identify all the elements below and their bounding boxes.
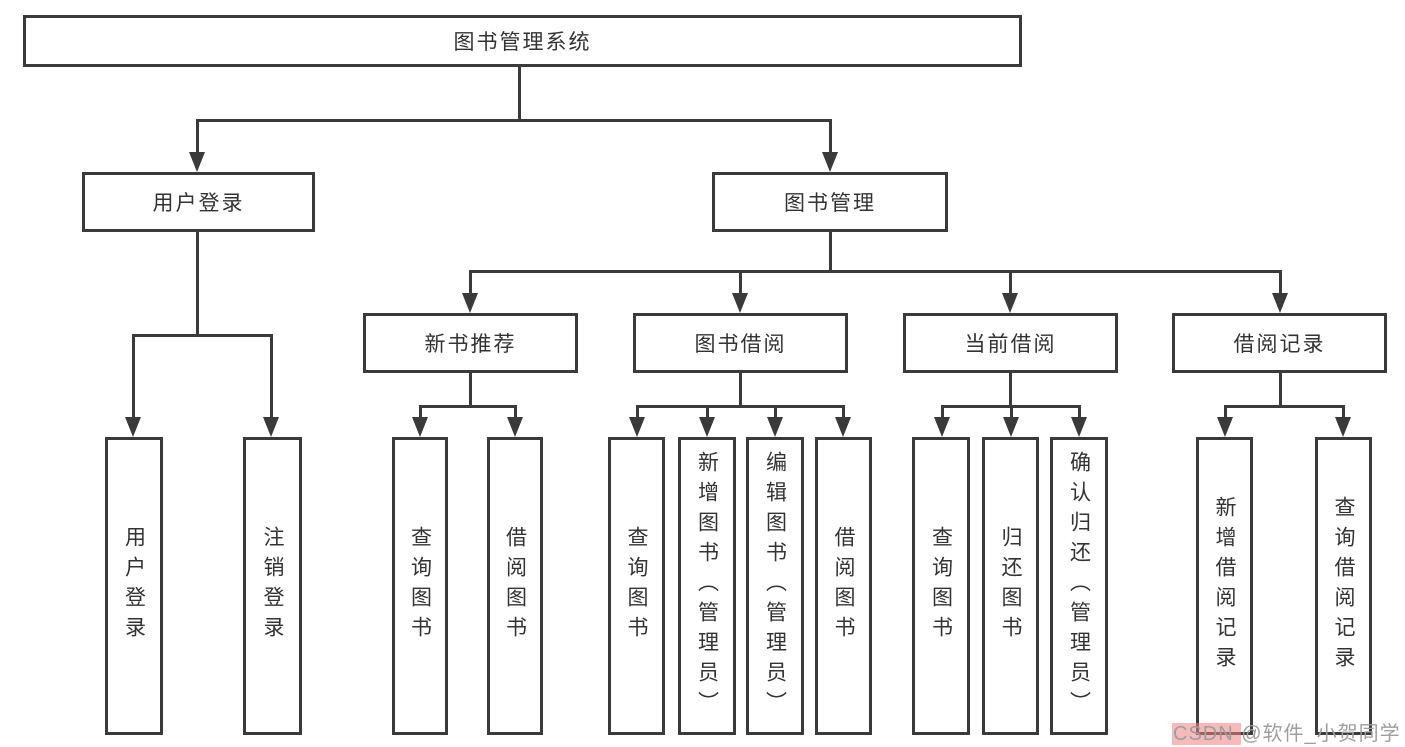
connector-drop-cb-query	[941, 405, 944, 419]
node-book-borrowing-label: 图书借阅	[694, 333, 787, 356]
arrowhead-current-borrowing	[1002, 293, 1018, 313]
connector-drop-new-book-recommend	[469, 270, 472, 296]
leaf-cb-query-books-label: 查询图书	[929, 526, 953, 646]
arrowhead-logout-leaf	[263, 417, 279, 437]
connector-drop-bb-query	[636, 405, 639, 419]
leaf-bb-add-books-admin: 新增图书（管理员）	[678, 437, 736, 735]
leaf-cb-confirm-return-admin: 确认归还（管理员）	[1050, 437, 1108, 735]
leaf-br-query-record: 查询借阅记录	[1315, 437, 1372, 735]
node-current-borrowing-label: 当前借阅	[964, 333, 1057, 356]
connector-drop-book-borrowing	[739, 270, 742, 296]
connector-drop-cb-return	[1010, 405, 1013, 419]
connector-book-management-stem	[829, 230, 832, 273]
connector-drop-user-login	[196, 119, 199, 156]
leaf-cb-return-books: 归还图书	[982, 437, 1039, 735]
node-user-login-label: 用户登录	[152, 192, 245, 215]
leaf-cb-confirm-return-admin-label: 确认归还（管理员）	[1067, 451, 1091, 721]
arrowhead-book-management	[822, 152, 838, 172]
connector-drop-book-management	[829, 119, 832, 156]
node-book-borrowing: 图书借阅	[633, 313, 848, 373]
node-root-system: 图书管理系统	[23, 15, 1022, 67]
leaf-nbr-borrow-books-label: 借阅图书	[503, 526, 527, 646]
connector-drop-login-leaf	[132, 334, 135, 420]
arrowhead-bb-edit	[767, 417, 783, 437]
leaf-bb-borrow-books-label: 借阅图书	[832, 526, 855, 646]
leaf-logout-label: 注销登录	[261, 526, 284, 646]
leaf-bb-borrow-books: 借阅图书	[815, 437, 872, 735]
node-borrowing-records-label: 借阅记录	[1233, 333, 1326, 356]
leaf-logout: 注销登录	[243, 437, 302, 735]
leaf-nbr-query-books: 查询图书	[392, 437, 448, 735]
connector-drop-bb-borrow	[842, 405, 845, 419]
node-book-management-label: 图书管理	[784, 192, 876, 215]
arrowhead-book-borrowing	[732, 293, 748, 313]
connector-drop-cb-confirm	[1078, 405, 1081, 419]
connector-nbr-branch	[419, 405, 517, 408]
connector-user-login-stem	[196, 230, 199, 336]
leaf-user-login-label: 用户登录	[122, 526, 146, 646]
connector-nbr-stem	[469, 371, 472, 408]
connector-cb-stem	[1009, 371, 1012, 408]
connector-drop-bb-add	[706, 405, 709, 419]
connector-drop-logout-leaf	[270, 334, 273, 420]
connector-bb-stem	[739, 371, 742, 408]
leaf-br-add-record-label: 新增借阅记录	[1213, 496, 1236, 676]
arrowhead-user-login	[189, 152, 205, 172]
leaf-br-add-record: 新增借阅记录	[1196, 437, 1253, 735]
leaf-nbr-borrow-books: 借阅图书	[487, 437, 543, 735]
arrowhead-bb-query	[629, 417, 645, 437]
arrowhead-bb-add	[699, 417, 715, 437]
leaf-bb-query-books-label: 查询图书	[625, 526, 648, 646]
node-borrowing-records: 借阅记录	[1172, 313, 1387, 373]
connector-drop-nbr-query	[419, 405, 422, 419]
node-new-book-recommend-label: 新书推荐	[424, 333, 517, 356]
arrowhead-nbr-borrow	[507, 417, 523, 437]
node-new-book-recommend: 新书推荐	[363, 313, 578, 373]
arrowhead-cb-confirm	[1071, 417, 1087, 437]
connector-drop-br-add	[1224, 405, 1227, 419]
connector-drop-borrowing-records	[1279, 270, 1282, 296]
leaf-user-login: 用户登录	[105, 437, 163, 735]
csdn-watermark-brand: CSDN	[1172, 723, 1242, 745]
leaf-cb-query-books: 查询图书	[912, 437, 970, 735]
connector-root-stem	[518, 67, 521, 122]
connector-bb-branch	[636, 405, 845, 408]
leaf-nbr-query-books-label: 查询图书	[408, 526, 432, 646]
leaf-bb-edit-books-admin-label: 编辑图书（管理员）	[763, 451, 787, 721]
leaf-bb-add-books-admin-label: 新增图书（管理员）	[695, 451, 719, 721]
node-book-management: 图书管理	[712, 172, 948, 232]
arrowhead-br-add	[1217, 417, 1233, 437]
arrowhead-cb-return	[1003, 417, 1019, 437]
arrowhead-login-leaf	[125, 417, 141, 437]
leaf-bb-query-books: 查询图书	[608, 437, 665, 735]
connector-drop-current-borrowing	[1009, 270, 1012, 296]
arrowhead-borrowing-records	[1272, 293, 1288, 313]
leaf-br-query-record-label: 查询借阅记录	[1332, 496, 1355, 676]
leaf-cb-return-books-label: 归还图书	[999, 526, 1022, 646]
connector-drop-bb-edit	[774, 405, 777, 419]
arrowhead-nbr-query	[412, 417, 428, 437]
connector-br-stem	[1279, 371, 1282, 408]
connector-user-login-branch	[132, 334, 273, 337]
arrowhead-cb-query	[934, 417, 950, 437]
csdn-watermark: CSDN @软件_小贺同学	[1172, 717, 1401, 746]
arrowhead-bb-borrow	[835, 417, 851, 437]
leaf-bb-edit-books-admin: 编辑图书（管理员）	[746, 437, 804, 735]
connector-drop-nbr-borrow	[514, 405, 517, 419]
connector-drop-br-query	[1342, 405, 1345, 419]
node-current-borrowing: 当前借阅	[903, 313, 1118, 373]
connector-root-branch	[196, 119, 832, 122]
node-user-login: 用户登录	[82, 172, 315, 232]
csdn-watermark-handle: @软件_小贺同学	[1241, 723, 1401, 745]
arrowhead-new-book-recommend	[462, 293, 478, 313]
arrowhead-br-query	[1335, 417, 1351, 437]
connector-book-management-branch	[469, 270, 1282, 273]
connector-br-branch	[1224, 405, 1345, 408]
node-root-label: 图书管理系统	[453, 31, 592, 54]
